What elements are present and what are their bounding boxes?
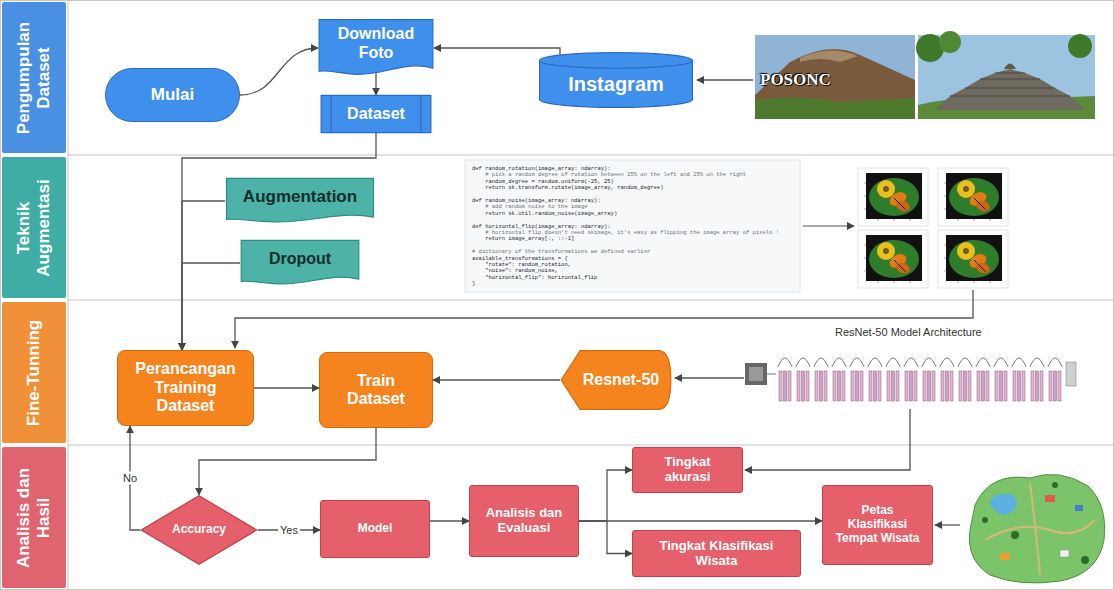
code-line: return sk.util.random_noise(image_array) [472, 211, 617, 217]
lane-title: Teknik Augmentasi [14, 163, 53, 293]
connector [182, 201, 225, 350]
start-terminal: Mulai [105, 68, 240, 122]
connector [579, 520, 822, 521]
code-arrow [803, 225, 854, 226]
node-text: Augmentation [243, 187, 357, 207]
architecture-title: ResNet-50 Model Architecture [835, 326, 982, 338]
map-arrow [935, 524, 960, 525]
code-line: "horizontal_flip": horizontal_flip [472, 275, 597, 281]
swimlane: Pengumpulan DatasetMulai Download FotoDat… [0, 0, 1114, 155]
process-box: Train Dataset [319, 352, 433, 428]
node-outline [227, 178, 374, 222]
map-result-box: Petas Klasifikasi Tempat Wisata [822, 485, 933, 565]
node-outline [561, 351, 671, 410]
connector [182, 263, 240, 350]
result-box: Tingkat akurasi [632, 447, 743, 493]
swimlane: Analisis dan HasilAccuracy Model Analisis … [0, 445, 1114, 590]
document-box: Download Foto [318, 19, 434, 77]
connector [433, 379, 560, 380]
node-outline [540, 60, 693, 68]
node-text: Download Foto [326, 25, 426, 62]
model-display-shape: Resnet-50 [560, 350, 672, 410]
node-outline [141, 496, 257, 565]
connector [199, 428, 376, 495]
photo-arrow [697, 79, 753, 80]
swimlane: Fine-Tunning Perancangan Training Dataset… [0, 300, 1114, 445]
architecture-arrow [675, 377, 744, 378]
connector [430, 520, 469, 521]
resnet-architecture [745, 345, 1076, 407]
connector [254, 387, 319, 388]
node-text: Mulai [151, 85, 194, 105]
connector [434, 48, 560, 58]
photo-sign-text: POSONC [760, 70, 831, 90]
node-text: Dropout [269, 250, 331, 268]
tourism-photos [755, 31, 1095, 119]
lane-title: Pengumpulan Dataset [14, 13, 53, 143]
node-text: Tingkat Klasifikasi Wisata [641, 539, 792, 569]
augmentation-feed-line [235, 290, 973, 348]
process-box: Model [320, 500, 430, 558]
node-text: Petas Klasifikasi Tempat Wisata [831, 504, 924, 545]
node-outline [241, 240, 359, 284]
process-box: Perancangan Training Dataset [117, 350, 254, 426]
connector [182, 133, 376, 350]
connector [375, 72, 376, 95]
decision-diamond: Accuracy [140, 495, 258, 565]
node-outline [540, 53, 693, 108]
code-panel [465, 160, 800, 292]
node-text: Analisis dan Evaluasi [478, 506, 570, 536]
document-box: Augmentation [225, 178, 375, 224]
node-text: Perancangan Training Dataset [126, 360, 245, 415]
node-outline [321, 95, 431, 132]
database-cylinder: Instagram [538, 52, 694, 108]
augmented-images [858, 168, 1008, 288]
node-text: Resnet-50 [583, 371, 659, 389]
lane-title: Analisis dan Hasil [14, 453, 53, 583]
node-text: Instagram [568, 73, 664, 96]
node-text: Model [358, 522, 393, 536]
code-line: return sk.transform.rotate(image_array, … [472, 185, 663, 191]
document-box: Dropout [240, 240, 360, 286]
edge-label: Yes [278, 524, 300, 537]
lane-title: Fine-Tunning [24, 308, 44, 438]
architecture-result-line [745, 409, 910, 470]
connector [579, 470, 632, 521]
node-outline [319, 20, 433, 75]
predefined-process-box: Dataset [320, 95, 432, 133]
edge-label: No [121, 472, 139, 485]
park-map [969, 474, 1104, 583]
connector [579, 521, 632, 554]
code-line: return image_array[:, ::-1] [472, 236, 574, 242]
node-text: Dataset [347, 105, 405, 123]
node-text: Tingkat akurasi [641, 455, 734, 485]
process-box: Analisis dan Evaluasi [469, 485, 579, 557]
node-text: Train Dataset [328, 372, 424, 409]
code-line: } [472, 281, 475, 287]
connector [240, 48, 318, 95]
node-text: Accuracy [172, 523, 226, 537]
result-box: Tingkat Klasifikasi Wisata [632, 530, 801, 577]
